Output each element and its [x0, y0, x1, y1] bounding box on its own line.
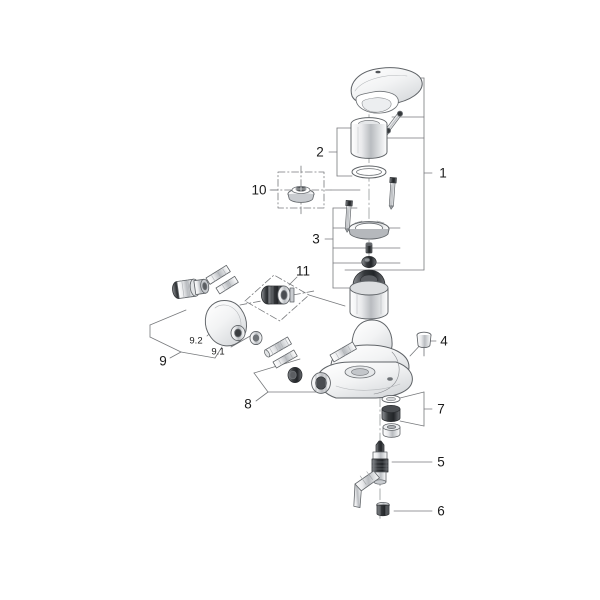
part-label-10[interactable]: 10 — [251, 182, 267, 198]
part-label-8[interactable]: 8 — [244, 396, 252, 412]
part-label-7[interactable]: 7 — [437, 401, 445, 417]
part-label-4[interactable]: 4 — [440, 333, 448, 349]
part-label-1[interactable]: 1 — [439, 165, 447, 181]
part-label-2[interactable]: 2 — [316, 144, 324, 160]
part-label-9-2[interactable]: 9.2 — [189, 335, 203, 347]
part-label-9-1[interactable]: 9.1 — [211, 346, 225, 358]
part-label-9[interactable]: 9 — [159, 353, 167, 369]
part-label-5[interactable]: 5 — [437, 454, 445, 470]
part-label-6[interactable]: 6 — [437, 503, 445, 519]
part-label-3[interactable]: 3 — [312, 231, 320, 247]
part-label-11[interactable]: 11 — [295, 263, 311, 279]
